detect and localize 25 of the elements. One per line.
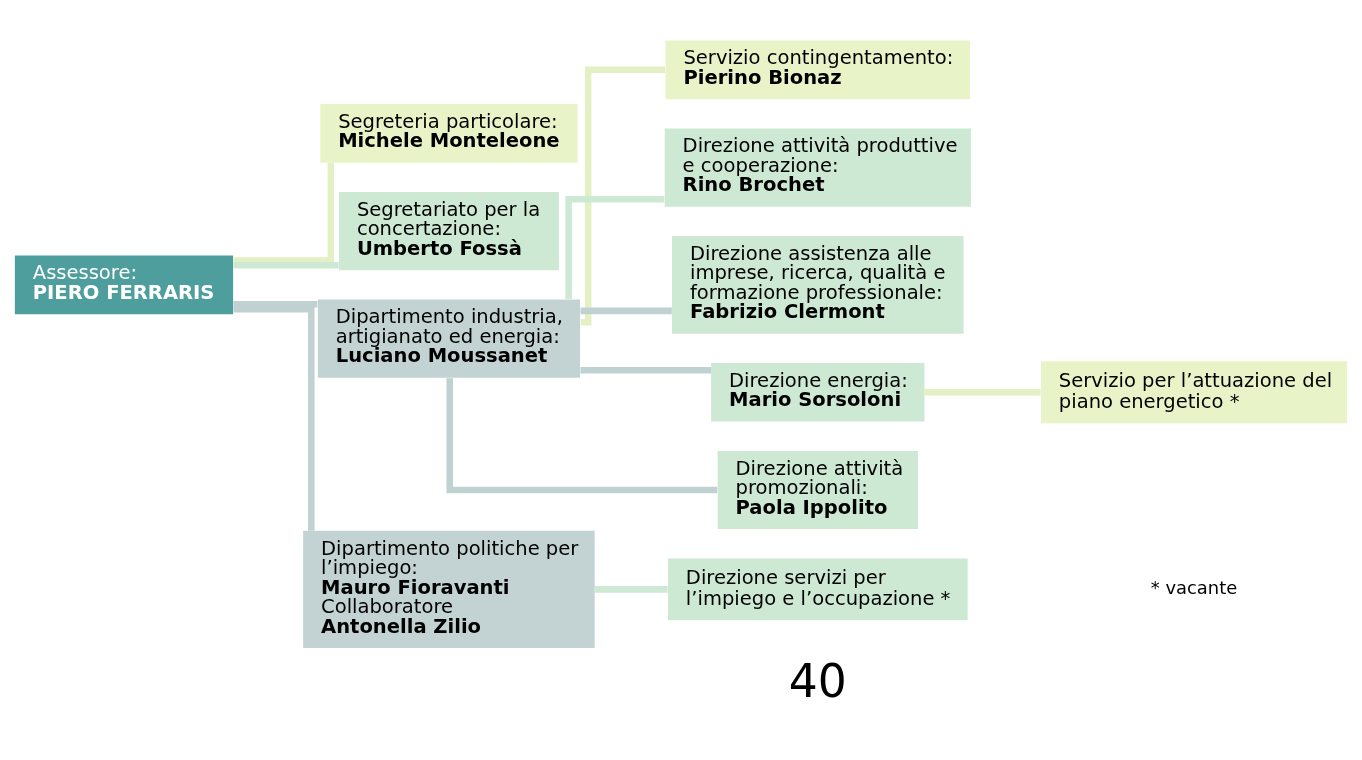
connector xyxy=(446,377,718,493)
connector xyxy=(233,300,318,308)
node-box: Segreteria particolare: Michele Monteleone xyxy=(320,103,578,163)
node-box: Servizio contingentamento: Pierino Bionaz xyxy=(665,40,971,99)
label: 40 xyxy=(788,654,847,708)
node-box: Direzione assistenza alle imprese, ricerca, qualità e formazione professionale: Fabrizio Clermont xyxy=(672,235,964,334)
connector xyxy=(924,388,1041,396)
node-box: Servizio per l’attuazione del piano energetico * xyxy=(1040,360,1348,423)
node-box: Segretariato per la concertazione: Umberto Fossà xyxy=(339,191,559,270)
node-box: Dipartimento politiche per l’impiego: Mauro Fioravanti Collaboratore Antonella Zilio xyxy=(303,530,595,648)
connector xyxy=(580,307,672,314)
connector xyxy=(233,305,315,531)
node-box: Direzione attività promozionali: Paola Ippolito xyxy=(717,450,918,529)
node-box: Dipartimento industria, artigianato ed energia: Luciano Moussanet xyxy=(317,298,580,378)
connector xyxy=(565,195,665,299)
connector xyxy=(233,261,339,269)
connector xyxy=(580,66,666,326)
node-box: Direzione servizi per l’impiego e l’occupazione * xyxy=(667,557,968,620)
node-box: Direzione attività produttive e cooperazione: Rino Brochet xyxy=(664,127,971,207)
node-box: Assessore: PIERO FERRARIS xyxy=(14,255,234,314)
node-box: Direzione energia: Mario Sorsoloni xyxy=(711,362,925,422)
connector xyxy=(233,162,335,264)
connector xyxy=(580,366,712,374)
label: * vacante xyxy=(1150,576,1238,598)
connector xyxy=(594,585,668,593)
